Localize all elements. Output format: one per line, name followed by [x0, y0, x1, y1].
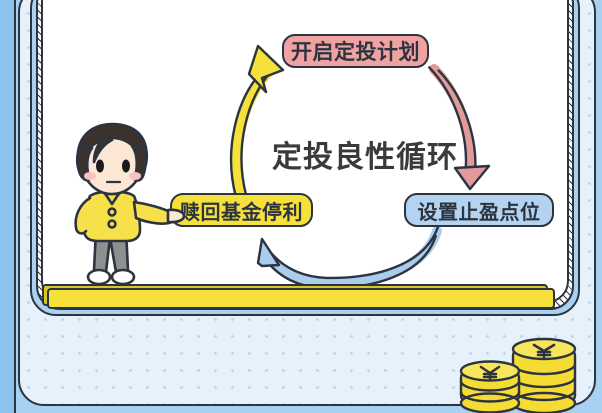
label-set-target-text: 设置止盈点位 [417, 201, 541, 224]
coin-stack-tall [511, 337, 577, 413]
label-redeem-fund[interactable]: 赎回基金停利 [170, 193, 313, 227]
yellow-platform-bar [47, 288, 555, 309]
left-edge-strip [0, 0, 16, 413]
page-title: 定投良性循环 [272, 141, 458, 174]
label-start-plan[interactable]: 开启定投计划 [282, 34, 429, 68]
label-set-target[interactable]: 设置止盈点位 [404, 193, 554, 227]
label-redeem-fund-text: 赎回基金停利 [180, 201, 303, 224]
coin-stack-short [459, 360, 521, 413]
label-start-plan-text: 开启定投计划 [291, 41, 420, 64]
coin-stacks-icon [459, 337, 577, 413]
character-illustration [74, 122, 185, 286]
